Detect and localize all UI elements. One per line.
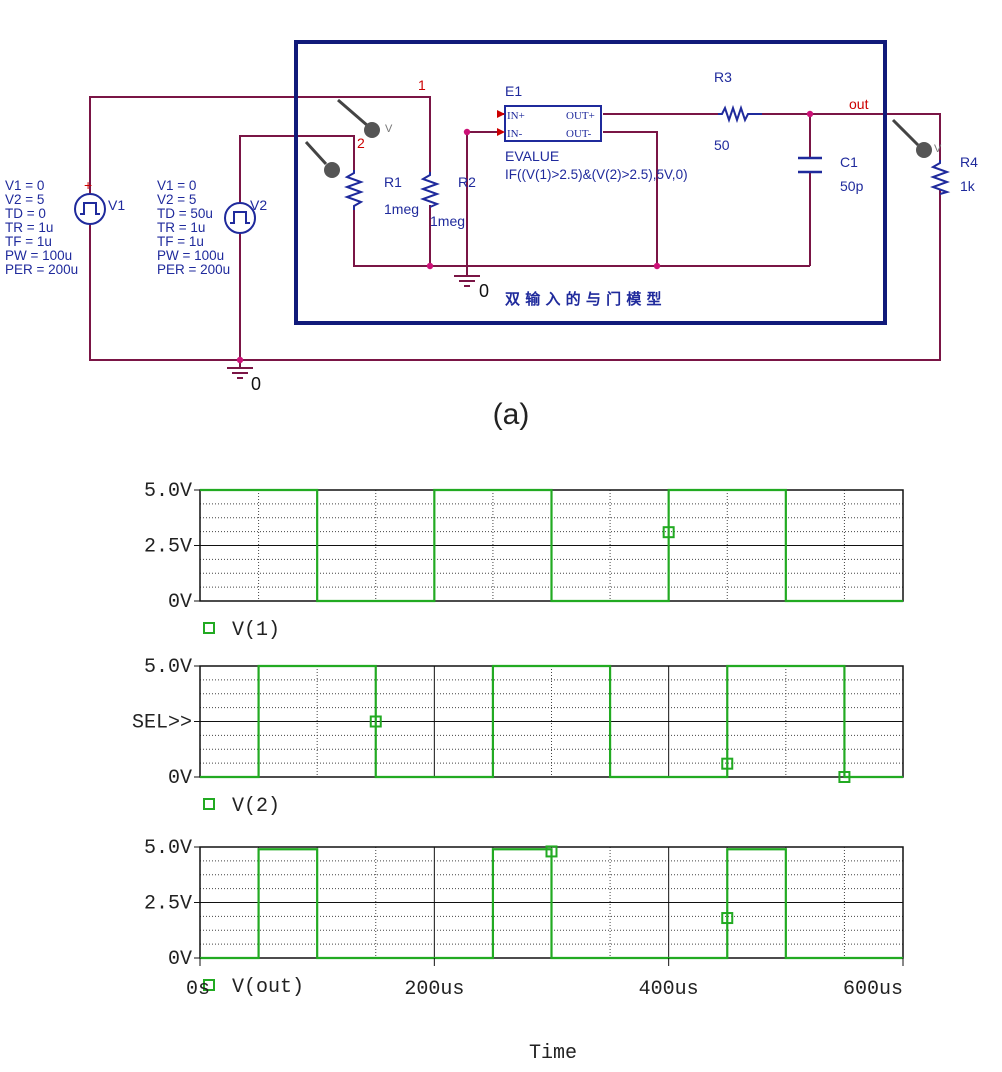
- svg-text:OUT-: OUT-: [566, 128, 592, 140]
- svg-text:V2 = 5: V2 = 5: [5, 192, 44, 207]
- svg-text:50p: 50p: [840, 178, 864, 194]
- ground-icon: [454, 275, 480, 287]
- trace-vout: [200, 848, 903, 960]
- ground-label: 0: [479, 281, 489, 301]
- svg-text:TF = 1u: TF = 1u: [5, 234, 52, 249]
- svg-text:IN+: IN+: [507, 110, 525, 122]
- svg-text:OUT+: OUT+: [566, 110, 595, 122]
- svg-text:R3: R3: [714, 69, 732, 85]
- trace-marker: [838, 771, 851, 783]
- resistor-r2: R2 1meg: [420, 172, 476, 229]
- wires: [89, 96, 941, 368]
- y-tick-label: 0V: [168, 948, 192, 971]
- source-v2: V2: [224, 197, 267, 234]
- svg-text:E1: E1: [505, 83, 522, 99]
- y-tick-label: SEL>>: [132, 712, 192, 735]
- svg-text:50: 50: [714, 137, 730, 153]
- svg-text:+: +: [84, 177, 92, 193]
- net-label-2: 2: [357, 135, 365, 151]
- svg-text:TD = 0: TD = 0: [5, 206, 46, 221]
- source-v1: + V1: [74, 177, 125, 225]
- svg-text:IF((V(1)>2.5)&(V(2)>2.5),5V,0): IF((V(1)>2.5)&(V(2)>2.5),5V,0): [505, 167, 688, 182]
- resistor-r3: R3 50: [714, 69, 762, 153]
- major-grid: [200, 666, 903, 777]
- svg-text:C1: C1: [840, 154, 858, 170]
- svg-text:PW = 100u: PW = 100u: [157, 248, 224, 263]
- trace-v2: [200, 664, 903, 779]
- trace-marker: [545, 845, 558, 858]
- ground-icon: [227, 367, 253, 379]
- y-tick-label: 0V: [168, 591, 192, 614]
- legend-marker: [203, 798, 215, 810]
- svg-text:V1 = 0: V1 = 0: [157, 178, 196, 193]
- svg-text:V: V: [385, 123, 393, 135]
- resistor-r4: R4 1k: [930, 154, 978, 195]
- svg-text:PER = 200u: PER = 200u: [5, 262, 78, 277]
- y-tick-label: 5.0V: [144, 480, 192, 503]
- probe-icon: V: [891, 118, 942, 158]
- trace-marker: [721, 757, 734, 770]
- legend-label: V(2): [232, 795, 280, 818]
- source-v1-params: V1 = 0 V2 = 5 TD = 0 TR = 1u TF = 1u PW …: [5, 178, 78, 277]
- trace-marker: [721, 912, 734, 925]
- svg-text:1k: 1k: [960, 178, 976, 194]
- plot-1: 5.0V 2.5V 0V V(1): [144, 480, 904, 642]
- y-tick-label: 5.0V: [144, 656, 192, 679]
- model-box-title: 双 输 入 的 与 门 模 型: [505, 290, 662, 308]
- x-axis-label: Time: [529, 1042, 577, 1065]
- svg-text:IN-: IN-: [507, 128, 523, 140]
- svg-text:1meg: 1meg: [384, 201, 419, 217]
- legend-marker: [203, 979, 215, 991]
- net-label-1: 1: [418, 77, 426, 93]
- probe-icon: [304, 140, 340, 178]
- x-tick-label: 600us: [843, 978, 903, 1001]
- svg-text:V1 = 0: V1 = 0: [5, 178, 44, 193]
- evalue-e1: IN+ IN- OUT+ OUT- E1 EVALUE IF((V(1)>2.5…: [497, 83, 688, 182]
- svg-text:1meg: 1meg: [430, 213, 465, 229]
- legend-label: V(1): [232, 619, 280, 642]
- net-label-out: out: [849, 96, 869, 112]
- svg-text:R2: R2: [458, 174, 476, 190]
- figure-label: (a): [493, 398, 530, 431]
- minor-grid: [200, 666, 903, 777]
- x-tick-label: 400us: [639, 978, 699, 1001]
- trace-marker: [369, 715, 382, 728]
- svg-text:R1: R1: [384, 174, 402, 190]
- schematic: 双 输 入 的 与 门 模 型 + V1 V1 = 0 V2 = 5 TD = …: [5, 40, 978, 394]
- ground-label: 0: [251, 374, 261, 394]
- probe-icon: V: [337, 98, 393, 138]
- svg-text:EVALUE: EVALUE: [505, 148, 559, 164]
- svg-text:TD = 50u: TD = 50u: [157, 206, 213, 221]
- svg-text:V: V: [934, 143, 942, 155]
- source-v2-params: V1 = 0 V2 = 5 TD = 50u TR = 1u TF = 1u P…: [157, 178, 230, 277]
- svg-text:PW = 100u: PW = 100u: [5, 248, 72, 263]
- model-box: [294, 40, 887, 325]
- y-tick-label: 0V: [168, 767, 192, 790]
- plot-2: 5.0V SEL>> 0V V(2): [132, 656, 904, 818]
- resistor-r1: R1 1meg: [344, 170, 419, 217]
- svg-text:TF = 1u: TF = 1u: [157, 234, 204, 249]
- svg-text:TR = 1u: TR = 1u: [157, 220, 205, 235]
- waveform-plots: 5.0V 2.5V 0V V(1) 5.0V SEL>> 0V V(2) 5.0V 2.5V 0V V…: [132, 480, 904, 1065]
- trace-marker: [662, 526, 675, 539]
- legend-marker: [203, 622, 215, 634]
- svg-text:V1: V1: [108, 197, 125, 213]
- svg-text:TR = 1u: TR = 1u: [5, 220, 53, 235]
- svg-text:V2: V2: [250, 197, 267, 213]
- y-tick-label: 2.5V: [144, 893, 192, 916]
- y-tick-label: 5.0V: [144, 837, 192, 860]
- legend-label: V(out): [232, 976, 304, 999]
- svg-text:R4: R4: [960, 154, 978, 170]
- x-tick-label: 200us: [404, 978, 464, 1001]
- x-tick-label: 0s: [186, 978, 210, 1001]
- junction-dots: [236, 110, 814, 364]
- capacitor-c1: C1 50p: [798, 154, 864, 194]
- trace-v1: [200, 488, 903, 603]
- y-tick-label: 2.5V: [144, 536, 192, 559]
- svg-text:PER = 200u: PER = 200u: [157, 262, 230, 277]
- svg-text:V2 = 5: V2 = 5: [157, 192, 196, 207]
